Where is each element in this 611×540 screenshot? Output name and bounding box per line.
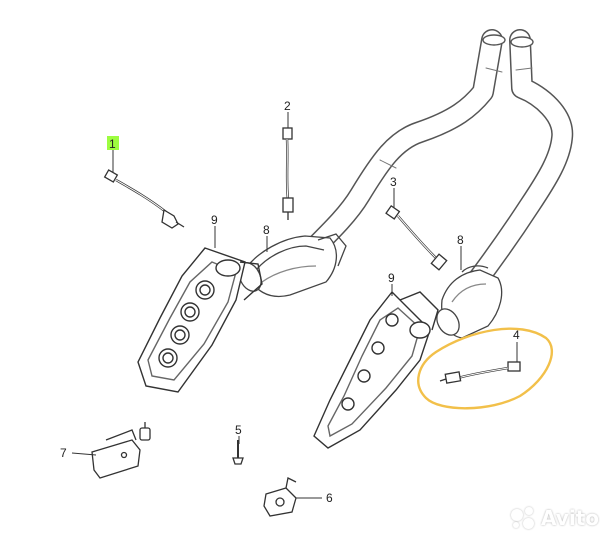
callout-7: 7 <box>60 446 67 460</box>
oxygen-sensor-1 <box>103 169 185 229</box>
stud-5 <box>232 440 244 465</box>
bracket-6 <box>263 477 297 517</box>
callout-3: 3 <box>390 175 397 189</box>
callout-9-left: 9 <box>211 213 218 227</box>
highlight-ring <box>417 327 554 410</box>
exhaust-pipes <box>289 29 574 293</box>
callout-6: 6 <box>326 491 333 505</box>
callouts: 1 2 3 4 5 6 7 8 8 9 9 <box>60 99 520 505</box>
exhaust-manifold-left <box>137 247 263 393</box>
catalytic-converter-right <box>436 265 503 339</box>
callout-1-highlight <box>107 136 119 150</box>
catalytic-converter-left <box>238 233 347 298</box>
oxygen-sensor-3 <box>385 204 448 271</box>
callout-8-right: 8 <box>457 233 464 247</box>
leader-lines <box>71 112 518 499</box>
callout-5: 5 <box>235 423 242 437</box>
oxygen-sensor-4 <box>439 361 521 384</box>
callout-1: 1 <box>109 137 116 151</box>
watermark-text: Avito <box>541 506 599 530</box>
avito-logo-icon <box>511 507 537 529</box>
callout-2: 2 <box>284 99 291 113</box>
avito-watermark: Avito <box>511 506 599 530</box>
bracket-7 <box>91 422 151 479</box>
callout-9-right: 9 <box>388 271 395 285</box>
oxygen-sensor-2 <box>282 127 294 220</box>
exhaust-manifold-right <box>313 290 439 449</box>
callout-4: 4 <box>513 328 520 342</box>
callout-8-left: 8 <box>263 223 270 237</box>
